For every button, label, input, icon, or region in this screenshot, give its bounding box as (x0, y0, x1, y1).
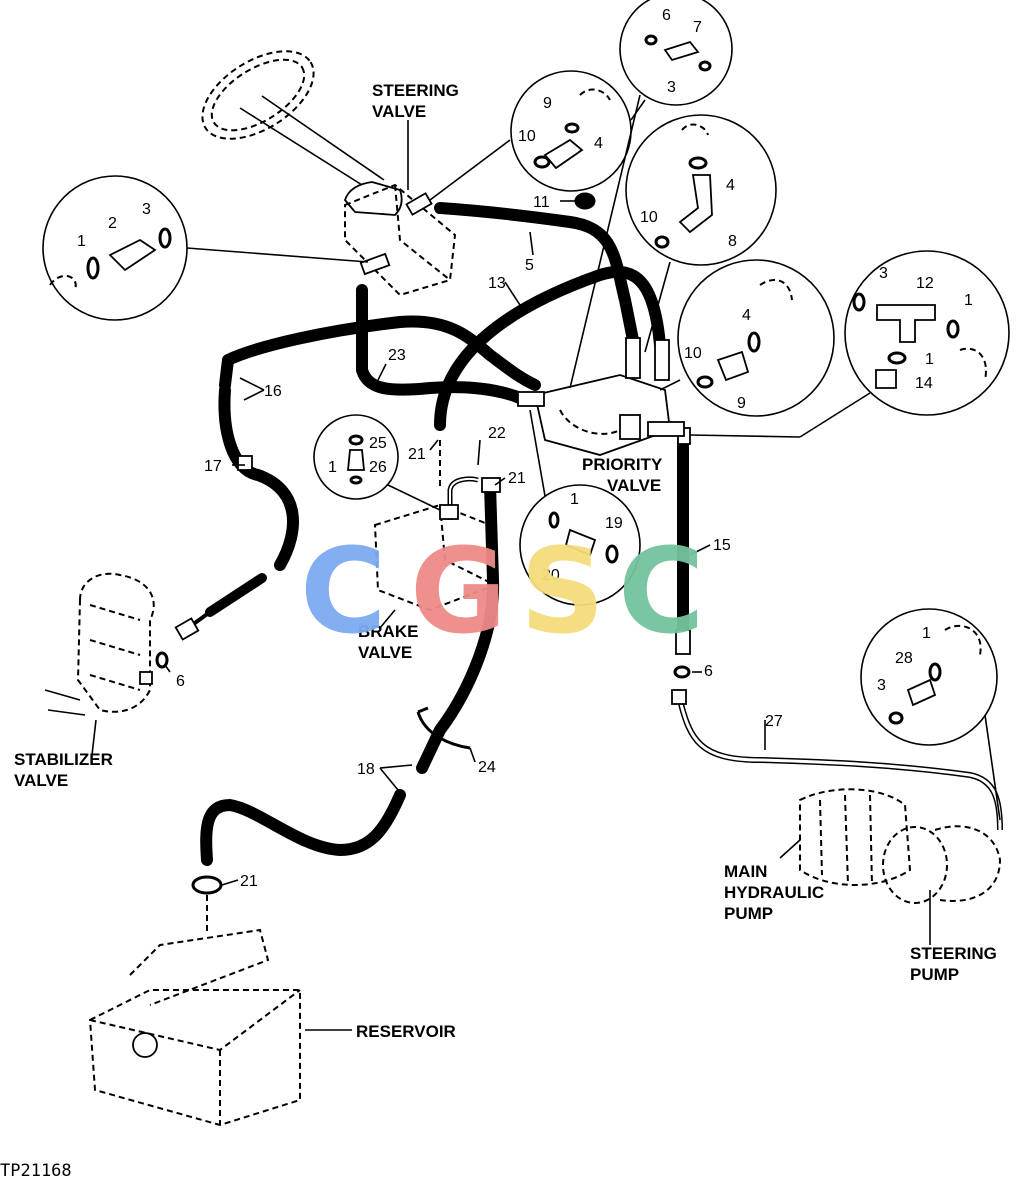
inset-4-callout-a: 4 (726, 177, 735, 194)
inset-7-callout-c: 26 (369, 459, 387, 476)
inset-3: 6 7 3 (569, 0, 733, 389)
inset-3-callout-c: 3 (667, 79, 676, 96)
inset-9: 1 28 3 (860, 608, 1001, 821)
callout-6-line: 6 (704, 663, 713, 680)
inset-5-callout-b: 10 (684, 345, 702, 362)
callout-6-stabilizer: 6 (176, 673, 185, 690)
callout-23: 23 (388, 347, 406, 364)
inset-2-callout-b: 10 (518, 128, 536, 145)
callout-18: 18 (357, 761, 375, 778)
inset-5: 4 10 9 (659, 259, 835, 417)
inset-1: 1 2 3 (42, 175, 369, 321)
callout-24: 24 (478, 759, 496, 776)
steering-valve-label-2: VALVE (372, 102, 426, 121)
inset-1-callout-c: 3 (142, 201, 151, 218)
main-pump-label-3: PUMP (724, 904, 773, 923)
watermark-letter-1: C (300, 522, 387, 660)
inset-6-callout-c: 1 (964, 292, 973, 309)
priority-valve-label-2: VALVE (607, 476, 661, 495)
main-hydraulic-pump-body (799, 788, 912, 886)
figure-id: TP21168 (0, 1161, 72, 1181)
oring-6-stab (155, 651, 169, 669)
watermark-letter-4: C (618, 522, 705, 660)
watermark: C G S C (300, 522, 705, 660)
steering-valve-body (344, 183, 457, 297)
hose-18 (200, 477, 501, 866)
oring-6-line (673, 665, 691, 679)
steering-valve-label-1: STEERING (372, 81, 459, 100)
callout-11: 11 (533, 194, 550, 211)
inset-9-callout-a: 1 (922, 625, 931, 642)
inset-8: 1 19 20 (519, 409, 641, 606)
stabilizer-valve-label-1: STABILIZER (14, 750, 113, 769)
leader-lines (91, 120, 931, 1031)
fitting-11 (574, 192, 596, 210)
brake-valve-body (373, 440, 497, 612)
inset-2-callout-c: 4 (594, 135, 603, 152)
inset-2: 9 10 4 (429, 70, 646, 201)
main-pump-label-1: MAIN (724, 862, 767, 881)
steering-pump-label-2: PUMP (910, 965, 959, 984)
callout-21-reservoir: 21 (240, 873, 258, 890)
stabilizer-valve-label-2: VALVE (14, 771, 68, 790)
inset-7-callout-b: 1 (328, 459, 337, 476)
inset-3-callout-b: 7 (693, 19, 702, 36)
inset-8-callout-b: 19 (605, 515, 623, 532)
inset-9-callout-b: 28 (895, 650, 913, 667)
hose-16 (218, 315, 541, 571)
hose-13 (434, 265, 666, 431)
inset-6-callout-b: 12 (916, 275, 934, 292)
callout-5: 5 (525, 257, 534, 274)
inset-2-callout-a: 9 (543, 95, 552, 112)
brake-valve-label-2: VALVE (358, 643, 412, 662)
reservoir-label: RESERVOIR (356, 1022, 456, 1041)
main-pump-label-2: HYDRAULIC (724, 883, 824, 902)
inset-5-callout-c: 9 (737, 395, 746, 412)
callout-13: 13 (488, 275, 506, 292)
hose-23 (356, 284, 526, 404)
inset-3-callout-a: 6 (662, 7, 671, 24)
steering-pump-label-1: STEERING (910, 944, 997, 963)
line-27 (671, 689, 1003, 831)
watermark-letter-3: S (520, 522, 605, 660)
callout-27: 27 (765, 713, 783, 730)
inset-1-callout-a: 1 (77, 233, 86, 250)
inset-7-callout-a: 25 (369, 435, 387, 452)
priority-valve-label-1: PRIORITY (582, 455, 663, 474)
stabilizer-valve-body (44, 572, 155, 716)
callout-17: 17 (204, 458, 222, 475)
inset-6: 3 12 1 1 14 (689, 250, 1010, 438)
inset-6-callout-a: 3 (879, 265, 888, 282)
steering-wheel (201, 50, 403, 216)
inset-6-callout-e: 14 (915, 375, 933, 392)
inset-1-callout-b: 2 (108, 215, 117, 232)
inset-9-callout-c: 3 (877, 677, 886, 694)
watermark-letter-2: G (410, 522, 507, 660)
callout-15: 15 (713, 537, 731, 554)
inset-7: 25 1 26 (313, 414, 441, 511)
callout-22: 22 (488, 425, 506, 442)
inset-8-callout-c: 20 (542, 567, 560, 584)
brake-valve-label-1: BRAKE (358, 622, 418, 641)
callout-21-hose: 21 (508, 470, 526, 487)
inset-4-callout-b: 10 (640, 209, 658, 226)
reservoir-body (88, 875, 301, 1127)
inset-5-callout-a: 4 (742, 307, 751, 324)
inset-4-callout-c: 8 (728, 233, 737, 250)
inset-6-callout-d: 1 (925, 351, 934, 368)
inset-8-callout-a: 1 (570, 491, 579, 508)
clamp-24 (416, 706, 471, 750)
priority-valve-body (517, 337, 685, 456)
callout-16: 16 (264, 383, 282, 400)
stabilizer-hose-end (174, 573, 267, 641)
steering-pump-body (882, 825, 1002, 904)
clamp-17 (237, 455, 253, 471)
callout-21-brake: 21 (408, 446, 426, 463)
inset-4: 4 10 8 (625, 114, 777, 353)
